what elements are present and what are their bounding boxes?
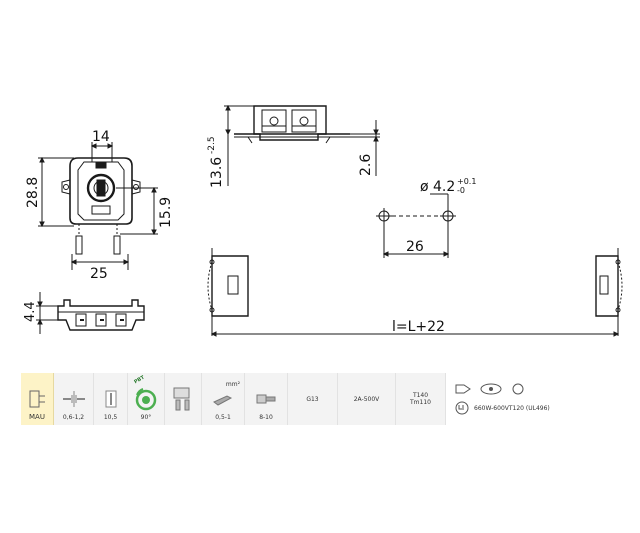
certifications-cell: 660W-600VT120 (UL496) [446, 373, 621, 425]
type-cell: MAU [21, 373, 54, 425]
pbt-rotation-icon [135, 388, 157, 411]
dim-side-height: 13.6 [209, 157, 225, 188]
holder-pins-cell [165, 373, 202, 425]
temp-value-2: Tm110 [410, 399, 431, 406]
dim-base-height: 4.4 [23, 301, 38, 322]
socket-value: G13 [306, 395, 319, 403]
holder-bottom-view [36, 292, 145, 334]
ul-mark-icon [455, 401, 469, 415]
dim-side-height-tol: -2.5 [207, 136, 217, 154]
socket-cell: G13 [288, 373, 338, 425]
type-label: MAU [29, 413, 45, 421]
technical-drawing: 14 28.8 15.9 25 4.4 13.6 -2.5 2.6 ø 4.2 … [23, 104, 623, 337]
csa-mark-icon [480, 383, 502, 395]
cert-mark-icon-1 [455, 384, 471, 394]
pin-length-icon [256, 394, 276, 404]
wire-strip-icon [62, 391, 85, 407]
cert-marks [454, 383, 526, 395]
length-view [207, 248, 623, 337]
spec-bar: MAU 0,6-1,2 10,5 PBT 90° mm² [21, 373, 621, 425]
rotation-cell: PBT 90° [128, 373, 165, 425]
dim-length-formula: l=L+22 [392, 319, 445, 335]
pin-length-value: 8-10 [259, 414, 273, 421]
holder-side-view [224, 104, 380, 186]
dim-holder-height: 28.8 [25, 177, 41, 208]
dim-hole-tol-upper: +0.1 [457, 177, 476, 186]
rating-cell: 2A-500V [338, 373, 396, 425]
temperature-cell: T140 Tm110 [396, 373, 446, 425]
wire-gauge-icon [213, 395, 233, 406]
wire-holder-icon [29, 390, 45, 408]
strip-length-cell: 10,5 [94, 373, 128, 425]
dim-holder-width: 14 [92, 129, 110, 145]
dim-hole-tol-lower: -0 [457, 186, 465, 195]
rating-value: 2A-500V [353, 395, 380, 403]
wire-strip-value: 0,6-1,2 [62, 414, 85, 421]
dim-pin-height: 15.9 [158, 197, 174, 228]
strip-length-icon [105, 390, 116, 408]
rotation-value: 90° [140, 414, 152, 421]
dim-hole-diameter: ø 4.2 [420, 179, 455, 195]
mounting-holes [376, 193, 456, 258]
ul-rating: 660W-600VT120 (UL496) [474, 404, 550, 412]
dim-plate-thickness: 2.6 [358, 154, 374, 176]
dim-pin-spacing: 25 [90, 266, 108, 282]
cross-section-cell: mm² 0,5-1 [202, 373, 245, 425]
ul-row: 660W-600VT120 (UL496) [454, 401, 550, 415]
holder-front-view [38, 142, 158, 270]
dim-hole-spacing: 26 [406, 239, 424, 255]
wire-strip-cell: 0,6-1,2 [54, 373, 94, 425]
holder-pins-icon [173, 387, 190, 411]
cross-section-value: 0,5-1 [215, 414, 231, 421]
cert-mark-icon-3 [512, 383, 524, 395]
pbt-badge: PBT [133, 374, 146, 386]
pin-length-cell: 8-10 [245, 373, 288, 425]
cross-section-unit: mm² [225, 381, 240, 388]
temp-value-1: T140 [412, 392, 429, 399]
strip-length-value: 10,5 [103, 414, 118, 421]
